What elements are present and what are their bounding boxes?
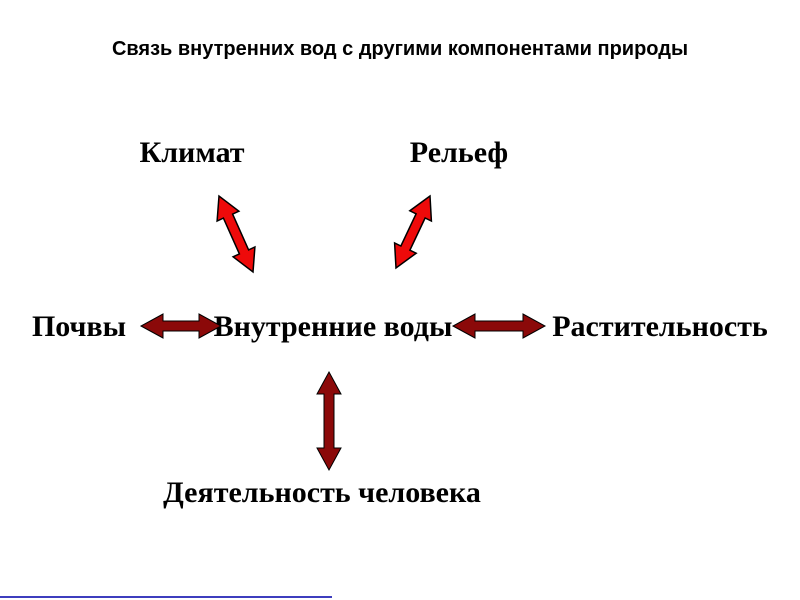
arrow-soils-waters-icon	[139, 313, 223, 339]
arrow-human-waters-icon	[316, 370, 342, 472]
bottom-accent-line	[0, 596, 332, 598]
arrow-climate-waters-icon	[216, 194, 256, 274]
node-vegetation: Растительность	[552, 310, 768, 343]
node-inland-waters: Внутренние воды	[213, 310, 453, 343]
node-soils: Почвы	[31, 310, 127, 343]
node-human-activity: Деятельность человека	[163, 476, 481, 509]
node-climate: Климат	[139, 136, 245, 169]
node-relief: Рельеф	[409, 136, 509, 169]
arrow-relief-waters-icon	[393, 194, 433, 270]
arrow-vegetation-waters-icon	[451, 313, 547, 339]
slide-title: Связь внутренних вод с другими компонент…	[111, 38, 689, 60]
